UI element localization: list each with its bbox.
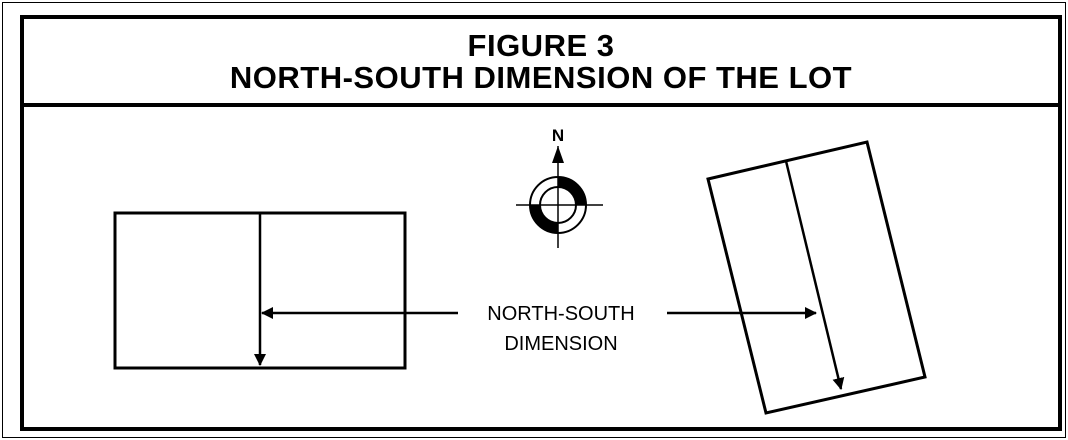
left-lot [113,211,407,370]
figure-title: NORTH-SOUTH DIMENSION OF THE LOT [229,60,853,95]
figure-number: FIGURE 3 [467,28,615,63]
right-lot-outline [706,140,927,415]
callout-label-line1: NORTH-SOUTH [487,303,634,325]
callout-label-line2: DIMENSION [504,333,617,355]
north-arrow-compass-icon: N [516,126,603,248]
north-label: N [552,126,564,145]
right-lot [706,140,927,415]
right-lot-north-south-arrow [784,160,845,390]
figure-title-block: FIGURE 3 NORTH-SOUTH DIMENSION OF THE LO… [24,19,1058,107]
